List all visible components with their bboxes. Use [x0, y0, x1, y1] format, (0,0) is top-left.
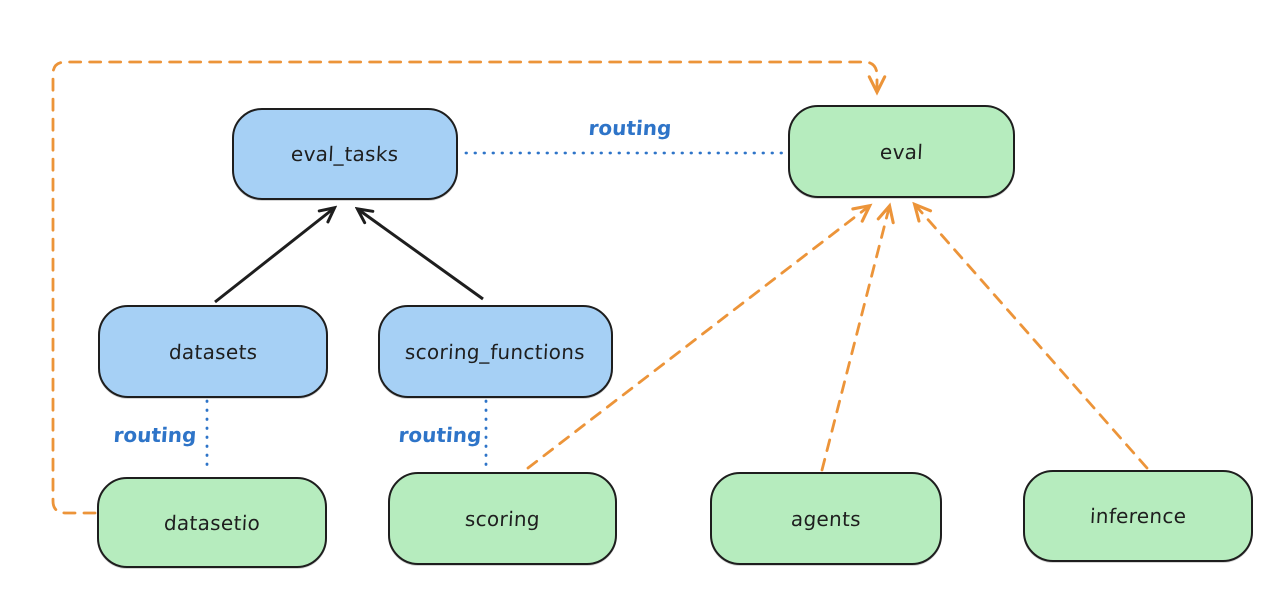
node-datasets-label: datasets: [168, 339, 258, 364]
node-scoring-functions-label: scoring_functions: [404, 339, 587, 364]
node-eval-tasks-label: eval_tasks: [290, 142, 400, 166]
edge-scoring-to-eval: [526, 207, 868, 470]
node-agents-label: agents: [790, 506, 862, 531]
node-scoring: scoring: [388, 472, 617, 565]
node-inference-label: inference: [1089, 504, 1187, 528]
edge-scoring-functions-to-eval-tasks: [359, 210, 484, 301]
node-scoring-functions: scoring_functions: [378, 305, 613, 398]
edge-label-routing-datasets-datasetio: routing: [112, 423, 198, 447]
node-datasets: datasets: [98, 305, 328, 398]
node-scoring-label: scoring: [464, 506, 541, 531]
node-datasetio-label: datasetio: [163, 510, 261, 535]
node-agents: agents: [710, 472, 942, 565]
edge-label-routing-eval-tasks-eval: routing: [587, 116, 673, 140]
node-eval: eval: [788, 105, 1015, 198]
node-eval-label: eval: [879, 139, 924, 164]
edge-datasets-to-eval-tasks: [214, 209, 333, 304]
edge-agents-to-eval: [820, 208, 889, 472]
edge-datasetio-to-eval: [51, 60, 877, 515]
edge-label-routing-scoring-functions-scoring: routing: [397, 423, 483, 447]
node-eval-tasks: eval_tasks: [232, 108, 458, 200]
node-inference: inference: [1023, 470, 1253, 562]
edge-inference-to-eval: [916, 206, 1149, 470]
node-datasetio: datasetio: [97, 477, 327, 568]
